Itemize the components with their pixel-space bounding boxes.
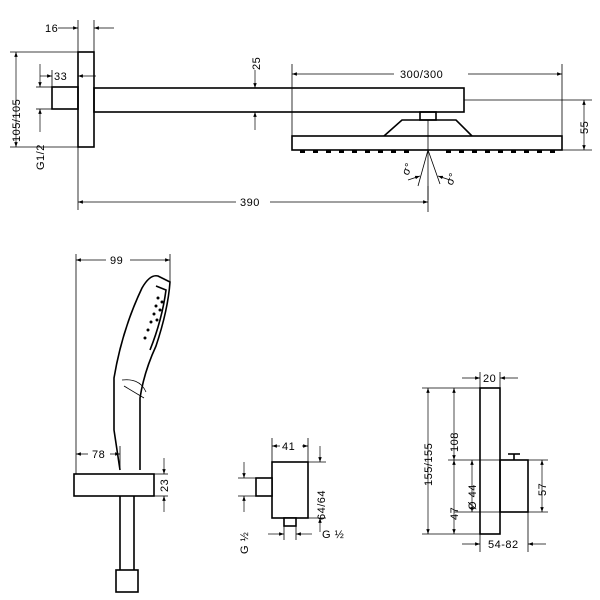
thermostat-knob	[499, 459, 529, 513]
dim-thermo-lower: 47	[449, 507, 461, 520]
dim-plate-width: 16	[45, 23, 58, 35]
dim-arm-length: 390	[240, 197, 260, 209]
arm-connector	[419, 111, 437, 121]
outlet-bottom-nipple	[283, 517, 297, 527]
dim-tilt-right: σ°	[444, 171, 460, 187]
outlet-inlet	[255, 477, 273, 497]
dim-outlet-width: 41	[282, 441, 295, 453]
wall-plate	[77, 51, 95, 148]
dim-thermo-knob-height: 57	[537, 483, 549, 496]
dim-height: 105/105	[11, 99, 23, 142]
dim-thermo-total-height: 155/155	[423, 443, 435, 486]
outlet-body	[271, 461, 309, 519]
nozzles	[300, 150, 555, 153]
overhead-shower-view: 16 105/105 33 G1/2 25 300/300 55 σ° σ° 3…	[10, 20, 592, 212]
head-dome	[383, 119, 473, 137]
dim-thermo-depth: 20	[483, 373, 496, 385]
wall-outlet-view: 41 64/64 G ½ G ½	[238, 438, 344, 554]
hand-shower-view: 99 78 23	[73, 253, 171, 593]
dim-outlet-thread-left: G ½	[239, 532, 251, 554]
thermostat-view: 20 155/155 108 47 Ø 44 57 54-82	[422, 372, 549, 552]
dim-holder-height: 23	[159, 479, 171, 492]
dim-outlet-thread-right: G ½	[322, 529, 344, 541]
dim-thread: G1/2	[35, 144, 47, 170]
shower-holder	[73, 473, 155, 497]
shower-hose	[119, 496, 135, 570]
dim-thermo-diameter: Ø 44	[467, 484, 479, 510]
dim-arm-stub: 33	[54, 71, 67, 83]
hand-shower-body	[113, 274, 171, 471]
dim-head-size: 300/300	[400, 69, 443, 81]
dim-holder-offset: 78	[92, 449, 105, 461]
spray-face	[149, 285, 167, 351]
hose-nut	[115, 569, 139, 593]
dim-tilt-left: σ°	[400, 161, 416, 177]
shower-arm	[93, 87, 465, 113]
dim-thermo-projection: 54-82	[488, 539, 519, 551]
shower-head	[291, 135, 563, 151]
dim-arm-thickness: 25	[251, 57, 263, 70]
dim-head-height: 55	[579, 121, 591, 134]
spray-nozzles	[143, 296, 164, 340]
dim-hand-width: 99	[110, 255, 123, 267]
thread-stub	[51, 86, 79, 110]
dim-thermo-upper: 108	[449, 432, 461, 452]
dim-outlet-height: 64/64	[316, 490, 328, 520]
